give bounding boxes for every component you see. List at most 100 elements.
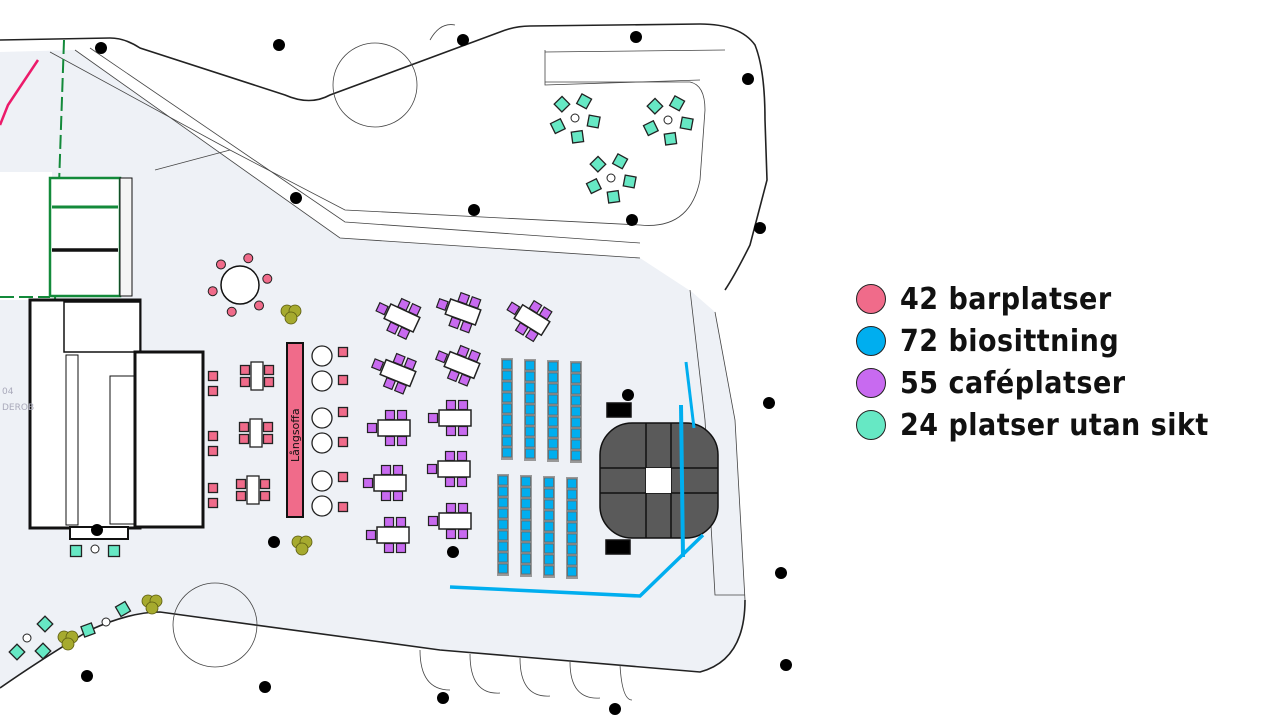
bar-stool bbox=[263, 376, 275, 388]
cafe-chair bbox=[456, 344, 470, 359]
outer-walls bbox=[0, 23, 768, 689]
cinema-seat bbox=[548, 449, 558, 460]
long-sofa bbox=[286, 342, 304, 518]
cafe-table bbox=[438, 409, 472, 427]
cinema-seat bbox=[548, 361, 558, 372]
tree-icon bbox=[284, 311, 298, 325]
cinema-seat bbox=[498, 475, 508, 486]
cafe-chair bbox=[384, 435, 396, 447]
cinema-seat bbox=[498, 508, 508, 519]
cafe-table bbox=[376, 526, 410, 544]
cafe-chair bbox=[386, 321, 400, 335]
column-post bbox=[437, 692, 449, 704]
cafe-chair bbox=[392, 352, 406, 367]
no-view-seat bbox=[34, 642, 52, 660]
column-post bbox=[742, 73, 754, 85]
cinema-seat bbox=[567, 555, 577, 566]
cinema-seat bbox=[544, 532, 554, 543]
side-table bbox=[101, 617, 111, 627]
cinema-seat bbox=[498, 530, 508, 541]
cafe-chair bbox=[396, 435, 408, 447]
column-post bbox=[259, 681, 271, 693]
cafe-chair bbox=[435, 297, 449, 312]
cinema-seat bbox=[525, 393, 535, 404]
cafe-chair bbox=[384, 409, 396, 421]
cinema-seat bbox=[521, 498, 531, 509]
bar-table bbox=[249, 418, 263, 448]
cinema-seat bbox=[567, 489, 577, 500]
cinema-seat bbox=[502, 414, 512, 425]
cinema-seat bbox=[498, 519, 508, 530]
column-post bbox=[630, 31, 642, 43]
cafe-chair bbox=[366, 422, 378, 434]
cafe-chair bbox=[444, 476, 456, 488]
column-post bbox=[609, 703, 621, 715]
no-view-seat bbox=[549, 117, 567, 135]
cafe-seat-swatch-icon bbox=[856, 368, 886, 398]
bar-stool bbox=[207, 497, 219, 509]
bar-stool bbox=[239, 376, 251, 388]
cafe-table-group bbox=[427, 502, 472, 540]
bar-stool bbox=[207, 445, 219, 457]
no-view-seat-swatch-icon bbox=[856, 410, 886, 440]
bar-table bbox=[250, 361, 264, 391]
cinema-seat bbox=[525, 371, 535, 382]
no-view-seat bbox=[668, 94, 686, 112]
no-view-seat bbox=[589, 155, 607, 173]
cinema-seat bbox=[502, 425, 512, 436]
bar-stool bbox=[337, 374, 349, 386]
column-post bbox=[622, 389, 634, 401]
column-post bbox=[290, 192, 302, 204]
cinema-seat bbox=[567, 522, 577, 533]
cafe-chair bbox=[407, 302, 422, 317]
cinema-seat bbox=[567, 500, 577, 511]
cafe-table-group bbox=[365, 516, 410, 554]
cinema-seat bbox=[525, 404, 535, 415]
cafe-table bbox=[377, 419, 411, 437]
legend-label: 42 barplatser bbox=[900, 281, 1112, 317]
round-table bbox=[311, 432, 333, 454]
cafe-table-group bbox=[370, 352, 417, 395]
cafe-chair bbox=[445, 502, 457, 514]
cinema-seat bbox=[548, 427, 558, 438]
cafe-chair bbox=[383, 516, 395, 528]
bar-seat-swatch-icon bbox=[856, 284, 886, 314]
cinema-seat bbox=[521, 509, 531, 520]
legend-item-cinema: 72 biosittning bbox=[856, 320, 1209, 362]
boundary-pink bbox=[0, 59, 40, 126]
cinema-seat bbox=[544, 521, 554, 532]
cinema-seat bbox=[502, 403, 512, 414]
bar-stool bbox=[337, 501, 349, 513]
cinema-seat bbox=[521, 531, 531, 542]
cinema-seat bbox=[525, 415, 535, 426]
bar-stool bbox=[254, 300, 265, 311]
cafe-chair bbox=[456, 450, 468, 462]
legend-item-no-view: 24 platser utan sikt bbox=[856, 404, 1209, 446]
cafe-table bbox=[373, 474, 407, 492]
cinema-seat bbox=[502, 381, 512, 392]
cafe-chair bbox=[457, 425, 469, 437]
cafe-table-group bbox=[426, 450, 471, 488]
cafe-chair bbox=[528, 299, 543, 314]
round-table bbox=[311, 470, 333, 492]
legend-item-bar: 42 barplatser bbox=[856, 278, 1209, 320]
cafe-table-group bbox=[435, 291, 482, 334]
bar-stool bbox=[207, 482, 219, 494]
cafe-chair bbox=[445, 399, 457, 411]
column-post bbox=[95, 42, 107, 54]
column-post bbox=[754, 222, 766, 234]
room-number: 04 bbox=[2, 387, 14, 397]
cafe-chair bbox=[392, 464, 404, 476]
cinema-seat bbox=[544, 543, 554, 554]
room-name: DEROB bbox=[2, 403, 34, 413]
cafe-chair bbox=[380, 490, 392, 502]
no-view-seat bbox=[575, 92, 593, 110]
bar-stool bbox=[226, 306, 237, 317]
bar-stool bbox=[262, 433, 274, 445]
cafe-chair bbox=[397, 297, 411, 312]
cafe-chair bbox=[403, 357, 417, 371]
legend-label: 24 platser utan sikt bbox=[900, 407, 1209, 443]
no-view-seat bbox=[36, 615, 54, 633]
no-view-seat bbox=[586, 114, 601, 129]
